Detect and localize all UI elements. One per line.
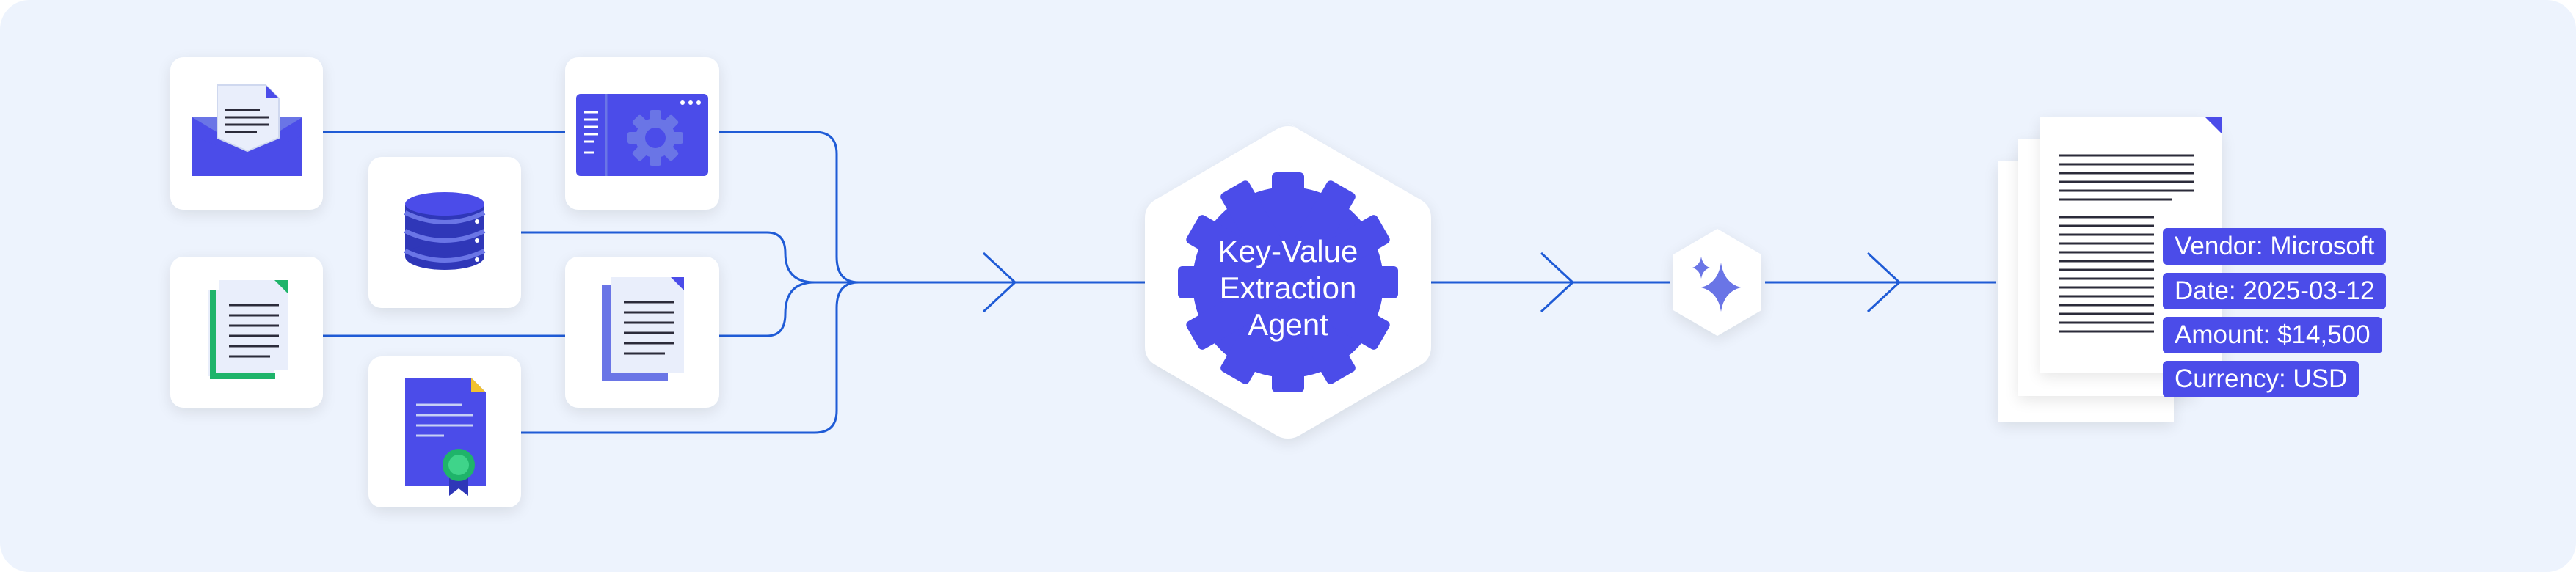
database-icon	[404, 192, 486, 270]
arrow-chevron-3	[1866, 252, 1902, 313]
connector-doccopy	[719, 281, 815, 337]
arrow-chevron-1	[982, 252, 1017, 313]
connector-certificate	[521, 281, 859, 434]
sparkle-icon	[1692, 257, 1741, 312]
connector-database	[521, 231, 815, 284]
extracted-field-vendor: Vendor: Microsoft	[2163, 228, 2387, 265]
extracted-field-amount: Amount: $14,500	[2163, 317, 2382, 353]
source-connectors	[323, 131, 1145, 434]
extracted-field-date: Date: 2025-03-12	[2163, 273, 2387, 309]
agent-gear-icon	[1178, 172, 1398, 392]
web-app-gear-icon	[576, 94, 708, 176]
arrow-chevron-2	[1540, 252, 1575, 313]
extracted-field-currency: Currency: USD	[2163, 361, 2359, 397]
connector-webapp	[719, 131, 859, 284]
envelope-icon	[192, 84, 302, 176]
document-copy-icon	[602, 277, 684, 381]
certificate-icon	[405, 378, 486, 496]
document-stack-green-icon	[208, 280, 288, 379]
